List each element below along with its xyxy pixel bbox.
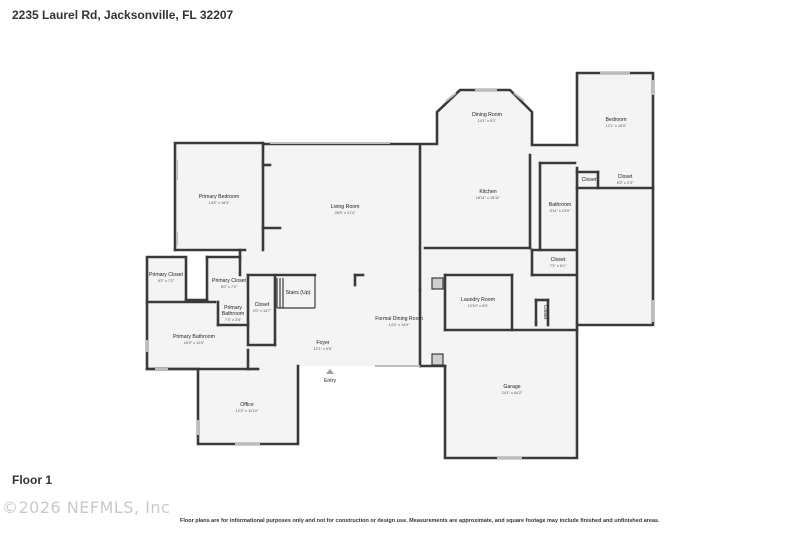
label-formal-dining: Formal Dining Room — [375, 316, 423, 322]
dims-primary-bedroom: 14'5" x 18'3" — [209, 201, 230, 205]
disclaimer: Floor plans are for informational purpos… — [180, 518, 660, 524]
entry-arrow-icon — [326, 369, 334, 374]
label-primary-closet-left: Primary Closet — [149, 272, 184, 278]
label-living-room: Living Room — [331, 204, 360, 210]
dims-kitchen: 18'11" x 18'11" — [476, 196, 501, 200]
dims-primary-bathroom: 16'9" x 11'0" — [184, 341, 205, 345]
dims-primary-closet-right: 6'0" x 7'2" — [221, 285, 238, 289]
label-office: Office — [240, 402, 254, 408]
label-dining-room: Dining Room — [472, 112, 502, 118]
dims-dining-room: 14'1" x 9'1" — [478, 119, 497, 123]
label-garage: Garage — [503, 384, 520, 390]
label-closet-small: Closet — [582, 177, 597, 183]
dims-bathroom: 5'11" x 13'0" — [550, 209, 571, 213]
label-bedroom: Bedroom — [605, 117, 626, 123]
chase-box-upper — [431, 277, 444, 290]
label-primary-bedroom: Primary Bedroom — [199, 194, 239, 200]
label-kitchen: Kitchen — [479, 189, 496, 195]
label-bathroom: Bathroom — [549, 202, 572, 208]
label-primary-bathroom: Primary Bathroom — [173, 334, 215, 340]
dims-office: 12'2" x 11'10" — [236, 409, 259, 413]
label-primary-closet-right: Primary Closet — [212, 278, 247, 284]
label-primary-bathroom-small-1: Primary — [224, 305, 242, 311]
dims-living-room: 26'5" x 21'4" — [335, 211, 356, 215]
floor-label: Floor 1 — [12, 473, 53, 487]
property-address: 2235 Laurel Rd, Jacksonville, FL 32207 — [12, 8, 234, 22]
label-closet-hall: Closet — [255, 302, 270, 308]
label-foyer: Foyer — [316, 340, 330, 346]
label-laundry: Laundry Room — [461, 297, 495, 303]
dims-bedroom: 12'1" x 16'0" — [606, 124, 627, 128]
interior-walls — [145, 141, 655, 371]
label-closet-bed: Closet — [618, 174, 633, 180]
watermark: ©2026 NEFMLS, Inc — [2, 498, 171, 517]
dims-primary-closet-left: 6'2" x 7'2" — [158, 279, 175, 283]
chase-box-lower — [431, 353, 444, 366]
label-closet-vert: Closet — [542, 305, 548, 320]
dims-closet-hall: 4'0" x 14'7" — [253, 309, 272, 313]
floor-fill — [147, 73, 653, 458]
dims-closet-mid: 7'1" x 6'1" — [550, 264, 567, 268]
windows — [146, 72, 654, 459]
label-closet-mid: Closet — [551, 257, 566, 263]
dims-closet-bed: 6'5" x 2'3" — [617, 181, 634, 185]
dims-garage: 24'1" x 44'2" — [502, 391, 523, 395]
stairs-graphic — [276, 275, 316, 309]
dims-primary-bathroom-small: 7'3" x 3'5" — [225, 318, 242, 322]
dims-formal-dining: 14'3" x 14'9" — [389, 323, 410, 327]
label-primary-bathroom-small: Bathroom — [222, 311, 245, 317]
label-entry: Entry — [324, 378, 337, 384]
label-stairs: Stairs (Up) — [286, 290, 311, 296]
dims-laundry: 10'10" x 8'6" — [468, 304, 489, 308]
dims-foyer: 12'1" x 9'6" — [314, 347, 333, 351]
